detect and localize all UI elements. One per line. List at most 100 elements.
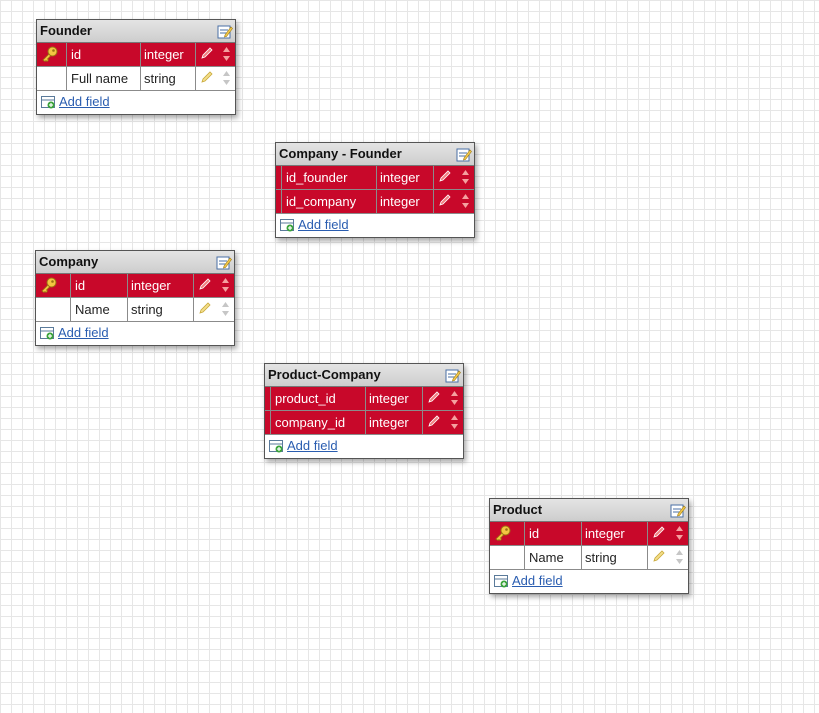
table-title: Product [493, 502, 543, 517]
sort-arrows-icon[interactable] [222, 70, 231, 86]
pencil-icon[interactable] [200, 70, 214, 84]
primary-key-marker [36, 274, 71, 297]
sort-arrows-icon[interactable] [461, 193, 470, 209]
add-field-link[interactable]: Add field [287, 438, 338, 453]
primary-key-marker [490, 522, 525, 545]
table-product[interactable]: Product id integer Name string Add field [489, 498, 689, 594]
pencil-icon[interactable] [427, 390, 441, 404]
field-row[interactable]: id integer [37, 43, 235, 67]
table-product-company[interactable]: Product-Company product_id integer compa… [264, 363, 464, 459]
add-field-icon[interactable] [269, 440, 284, 453]
field-name[interactable]: Full name [67, 67, 141, 90]
pencil-icon[interactable] [200, 46, 214, 60]
field-type[interactable]: integer [128, 274, 194, 297]
field-name[interactable]: id [67, 43, 141, 66]
add-field-icon[interactable] [494, 575, 509, 588]
field-type[interactable]: integer [582, 522, 648, 545]
field-type[interactable]: integer [366, 411, 423, 434]
table-title: Company - Founder [279, 146, 402, 161]
field-row[interactable]: Name string [490, 546, 688, 570]
sort-arrows-icon[interactable] [221, 301, 230, 317]
sort-arrows-icon[interactable] [450, 390, 459, 406]
table-company-founder[interactable]: Company - Founder id_founder integer id_… [275, 142, 475, 238]
table-header[interactable]: Company - Founder [276, 143, 474, 166]
edit-table-icon[interactable] [216, 255, 232, 270]
primary-key-marker [37, 43, 67, 66]
pencil-icon[interactable] [652, 549, 666, 563]
field-marker [490, 546, 525, 569]
add-field-row: Add field [37, 91, 235, 114]
field-name[interactable]: product_id [271, 387, 366, 410]
field-row[interactable]: id_company integer [276, 190, 474, 214]
sort-arrows-icon[interactable] [461, 169, 470, 185]
add-field-link[interactable]: Add field [298, 217, 349, 232]
field-type[interactable]: integer [377, 166, 434, 189]
field-name[interactable]: company_id [271, 411, 366, 434]
field-name[interactable]: id_founder [282, 166, 377, 189]
field-actions [423, 411, 463, 434]
table-header[interactable]: Company [36, 251, 234, 274]
edit-table-icon[interactable] [670, 503, 686, 518]
sort-arrows-icon[interactable] [450, 414, 459, 430]
field-row[interactable]: product_id integer [265, 387, 463, 411]
field-name[interactable]: Name [525, 546, 582, 569]
field-actions [434, 166, 474, 189]
field-row[interactable]: Full name string [37, 67, 235, 91]
table-company[interactable]: Company id integer Name string Add field [35, 250, 235, 346]
field-name[interactable]: Name [71, 298, 128, 321]
field-actions [196, 67, 235, 90]
add-field-link[interactable]: Add field [59, 94, 110, 109]
field-type[interactable]: string [141, 67, 196, 90]
field-type[interactable]: string [582, 546, 648, 569]
add-field-row: Add field [265, 435, 463, 458]
edit-table-icon[interactable] [217, 24, 233, 39]
field-marker [36, 298, 71, 321]
field-type[interactable]: integer [141, 43, 196, 66]
pencil-icon[interactable] [427, 414, 441, 428]
table-header[interactable]: Product [490, 499, 688, 522]
table-title: Founder [40, 23, 92, 38]
field-row[interactable]: company_id integer [265, 411, 463, 435]
key-icon [41, 277, 57, 293]
pencil-icon[interactable] [438, 193, 452, 207]
field-marker [276, 190, 282, 213]
field-name[interactable]: id [525, 522, 582, 545]
field-name[interactable]: id_company [282, 190, 377, 213]
field-type[interactable]: integer [377, 190, 434, 213]
sort-arrows-icon[interactable] [675, 525, 684, 541]
pencil-icon[interactable] [198, 277, 212, 291]
field-row[interactable]: Name string [36, 298, 234, 322]
field-marker [276, 166, 282, 189]
sort-arrows-icon[interactable] [222, 46, 231, 62]
field-actions [194, 298, 234, 321]
table-header[interactable]: Founder [37, 20, 235, 43]
add-field-icon[interactable] [280, 219, 295, 232]
table-header[interactable]: Product-Company [265, 364, 463, 387]
add-field-icon[interactable] [40, 327, 55, 340]
field-marker [265, 411, 271, 434]
table-founder[interactable]: Founder id integer Full name string Add … [36, 19, 236, 115]
key-icon [42, 46, 58, 62]
sort-arrows-icon[interactable] [675, 549, 684, 565]
sort-arrows-icon[interactable] [221, 277, 230, 293]
field-marker [265, 387, 271, 410]
table-title: Company [39, 254, 99, 269]
field-type[interactable]: integer [366, 387, 423, 410]
pencil-icon[interactable] [438, 169, 452, 183]
field-actions [194, 274, 234, 297]
add-field-icon[interactable] [41, 96, 56, 109]
edit-table-icon[interactable] [456, 147, 472, 162]
add-field-link[interactable]: Add field [512, 573, 563, 588]
field-row[interactable]: id_founder integer [276, 166, 474, 190]
table-title: Product-Company [268, 367, 381, 382]
field-actions [196, 43, 235, 66]
pencil-icon[interactable] [198, 301, 212, 315]
field-row[interactable]: id integer [36, 274, 234, 298]
edit-table-icon[interactable] [445, 368, 461, 383]
pencil-icon[interactable] [652, 525, 666, 539]
field-name[interactable]: id [71, 274, 128, 297]
field-type[interactable]: string [128, 298, 194, 321]
add-field-row: Add field [490, 570, 688, 593]
field-row[interactable]: id integer [490, 522, 688, 546]
add-field-link[interactable]: Add field [58, 325, 109, 340]
